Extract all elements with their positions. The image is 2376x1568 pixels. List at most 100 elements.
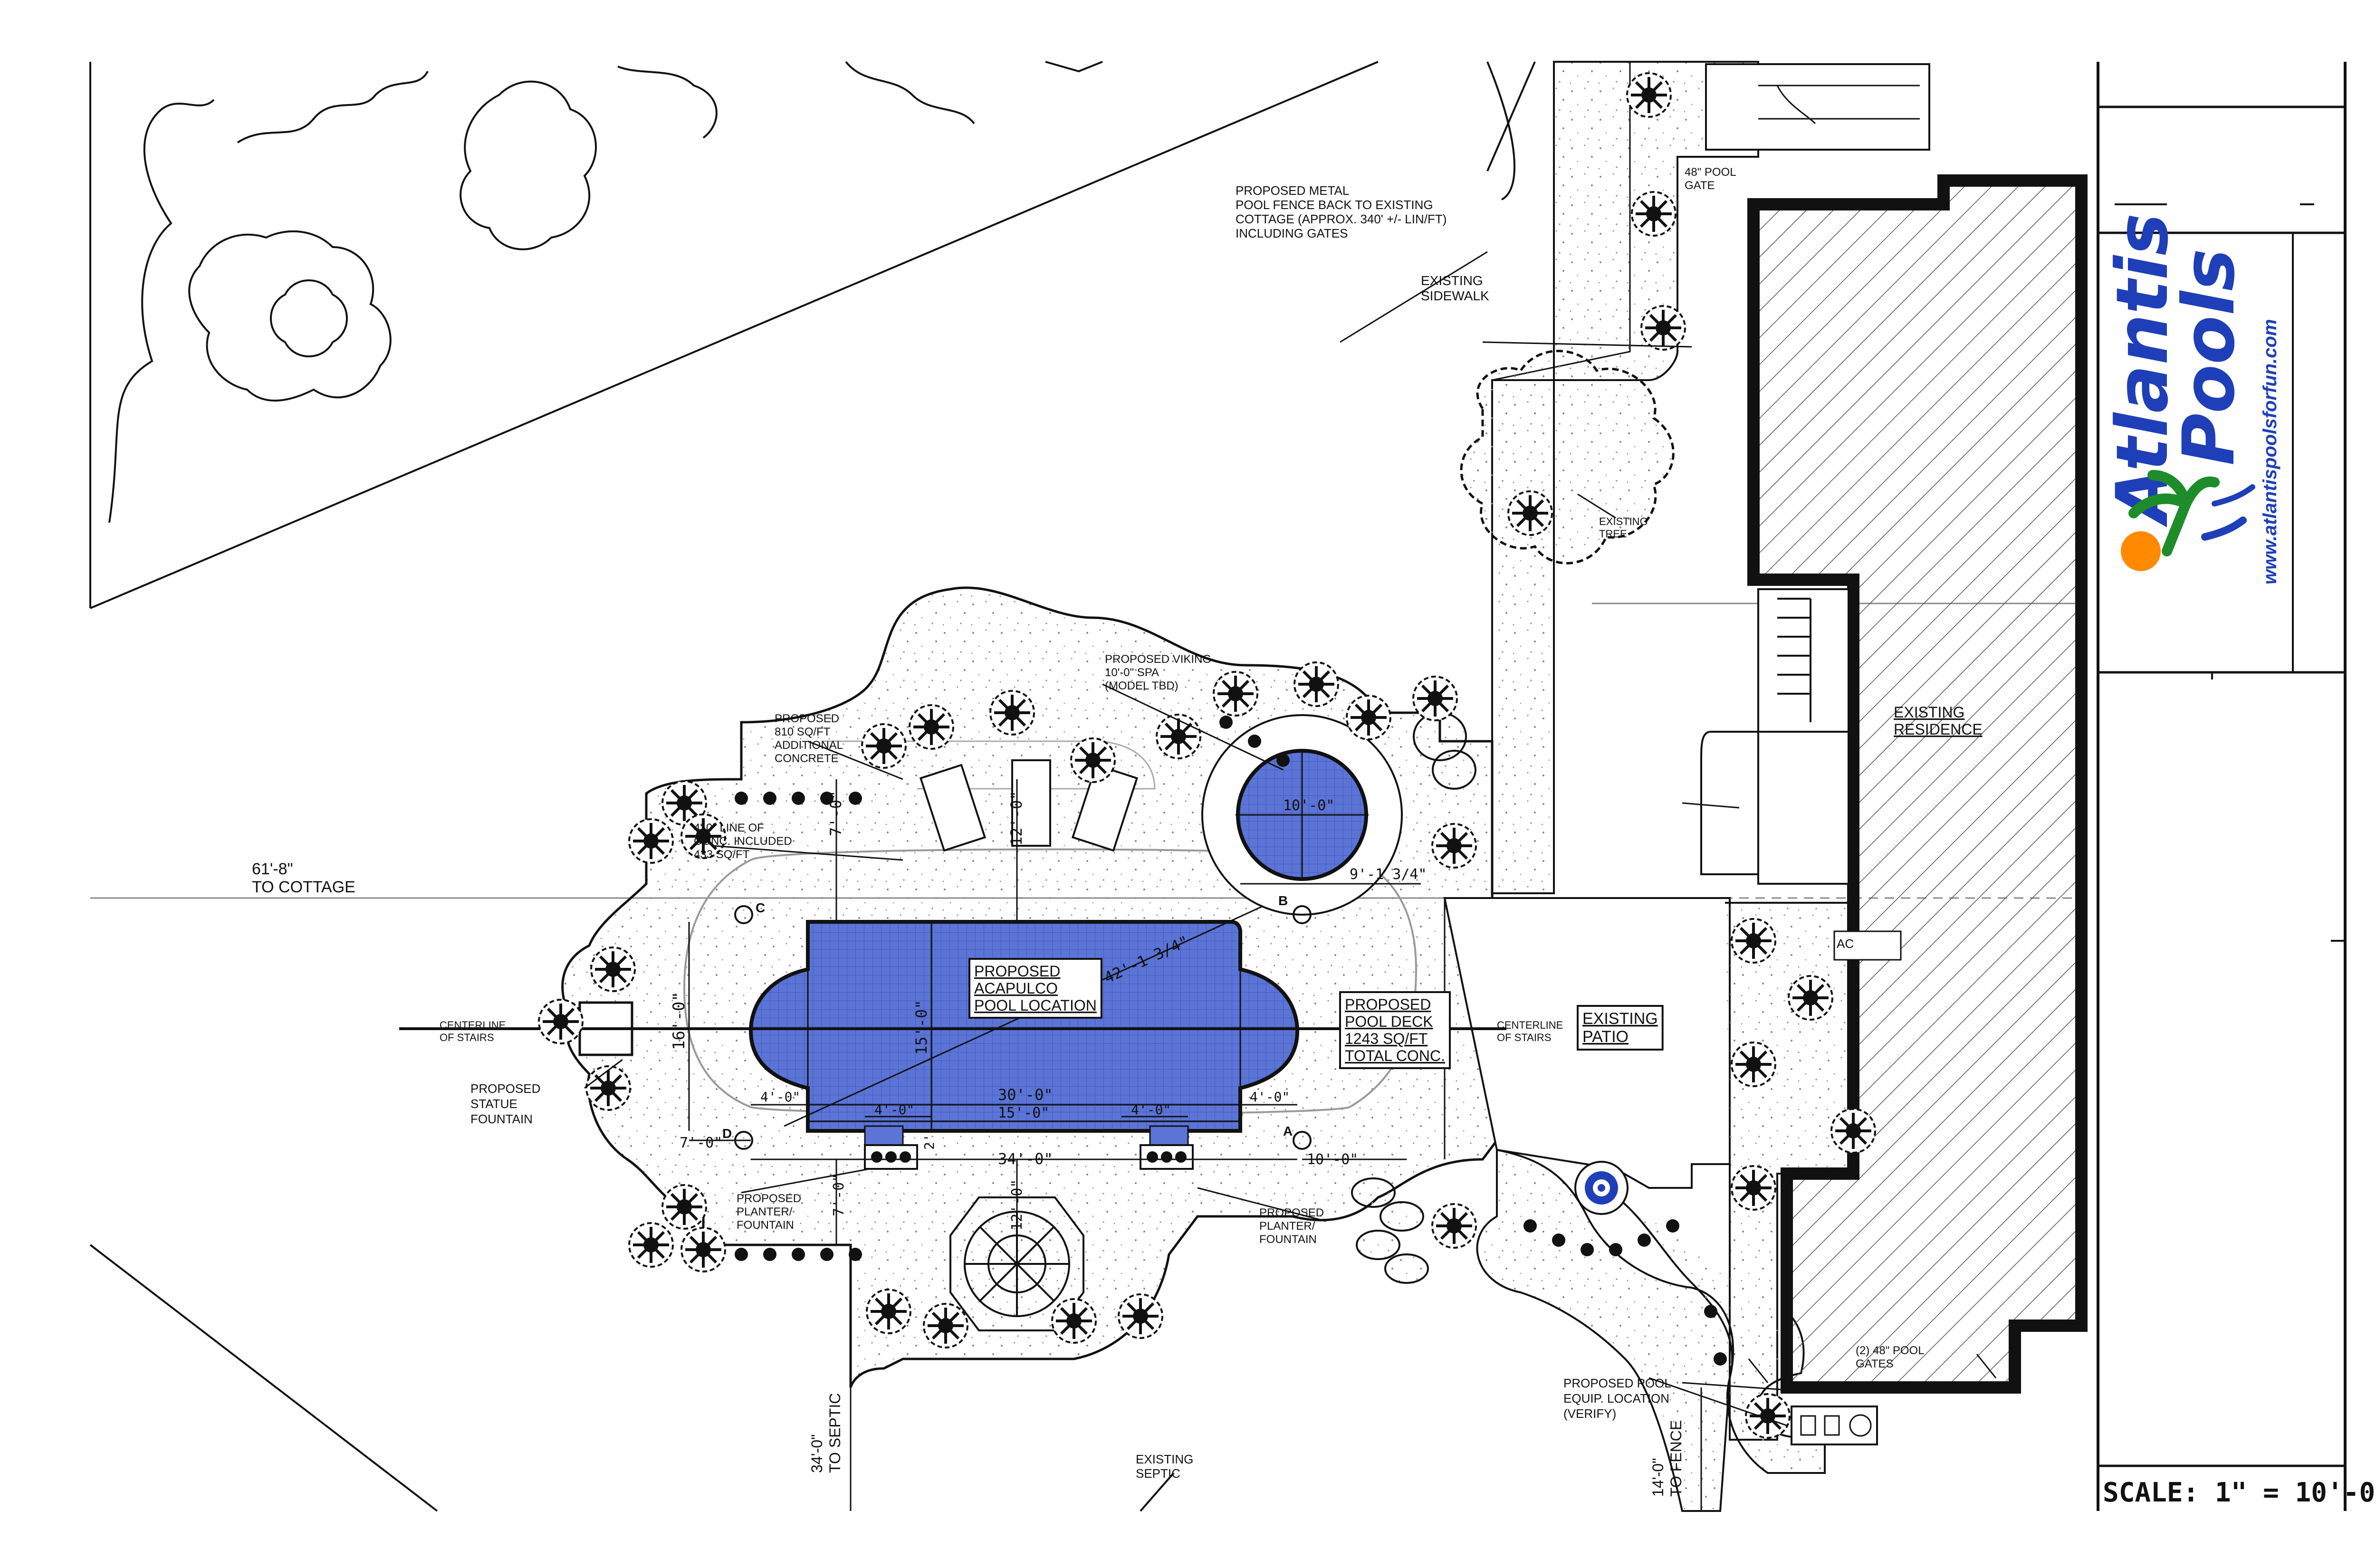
d-12-bottom-dimension: 12'-0"	[1009, 1179, 1025, 1231]
label-line: EXISTING	[1599, 516, 1648, 527]
planting-dot	[1638, 1233, 1651, 1247]
lounge-chairs	[919, 759, 1139, 852]
label-line: PATIO	[1582, 1028, 1629, 1046]
sun-icon	[2121, 531, 2161, 571]
point-d: D	[722, 1126, 732, 1141]
d-15-side-dimension: 15'-0"	[912, 1000, 930, 1055]
shrub-icon	[1294, 662, 1338, 706]
label-line: PROPOSED	[1345, 996, 1431, 1013]
shrub-icon	[1157, 715, 1200, 758]
planting-dot	[1219, 716, 1233, 729]
label-line: 34'-0"	[808, 1434, 825, 1473]
shrub-icon	[1627, 73, 1671, 117]
label-line: PROPOSED VIKING	[1105, 653, 1211, 666]
shrub-icon	[990, 691, 1034, 735]
label-line: 433 SQ/FT	[694, 848, 750, 861]
shrub-icon	[1732, 1042, 1775, 1086]
shrub-icon	[862, 724, 906, 768]
label-line: COTTAGE (APPROX. 340' +/- LIN/FT)	[1236, 212, 1447, 226]
label-line: PROPOSED	[974, 963, 1060, 980]
label-line: POOL DECK	[1345, 1013, 1433, 1030]
label-line: TREE	[1599, 528, 1627, 540]
label-line: 14'-0"	[1649, 1458, 1667, 1497]
label-line: PROPOSED METAL	[1236, 183, 1349, 198]
label-line: TO SEPTIC	[826, 1393, 843, 1473]
planting-dot	[849, 792, 862, 805]
shrub-icon	[1746, 1394, 1790, 1438]
label-line: OF STAIRS	[440, 1032, 494, 1043]
wave-icon	[2212, 484, 2255, 507]
d-9-1-3-4-dimension: 9'-1 3/4"	[1350, 866, 1427, 883]
planting-dot	[763, 792, 776, 805]
label-line: INCLUDING GATES	[1236, 226, 1348, 240]
shrub-icon	[910, 705, 953, 749]
title-block	[2097, 62, 2347, 1511]
label-line: PROPOSED	[1259, 1206, 1324, 1219]
point-a: A	[1283, 1124, 1293, 1138]
spa-dim-dimension: 10'-0"	[1283, 797, 1334, 814]
label-box	[1577, 1005, 1664, 1051]
label-line: POOL LOCATION	[974, 997, 1097, 1014]
label-line: SIDEWALK	[1421, 288, 1489, 303]
shrub-icon	[591, 947, 635, 991]
stepping-stones	[1351, 712, 1476, 1284]
shrub-icon	[1641, 306, 1685, 350]
label-line: EXISTING	[1421, 273, 1483, 288]
shrub-icon	[1432, 1204, 1476, 1248]
label-line: 10'-0" SPA	[1105, 666, 1159, 679]
shrub-icon	[1508, 491, 1552, 535]
label-box	[968, 958, 1102, 1019]
d-16-dimension: 16'-0"	[670, 992, 689, 1050]
shrub-icon	[1632, 192, 1676, 236]
d-15-bottom-dimension: 15'-0"	[998, 1105, 1049, 1121]
label-line: EXISTING	[1136, 1452, 1193, 1466]
label-line: ACAPULCO	[974, 980, 1058, 997]
label-line: 810 SQ/FT	[775, 726, 831, 738]
label-line: EXISTING	[1582, 1010, 1658, 1028]
label-line: FOUNTAIN	[737, 1219, 794, 1232]
d-4-left-dimension: 4'-0"	[760, 1089, 800, 1105]
brand-url: www.atlantispoolsforfun.com	[2260, 319, 2280, 584]
label-line: FOUNTAIN	[470, 1112, 533, 1126]
ac-label: AC	[1837, 937, 1854, 951]
d-7-left-dimension: 7'-0"	[680, 1135, 722, 1151]
label-line: PROPOSED	[737, 1192, 801, 1205]
existing-residence: AC	[1700, 63, 2088, 1394]
label-line: 4'-0" LINE OF	[694, 822, 764, 834]
planting-dot	[1523, 1219, 1537, 1233]
shrub-icon	[1071, 738, 1115, 782]
equipment-pad	[1791, 1405, 1878, 1445]
label-line: PLANTER/	[1259, 1220, 1315, 1233]
label-line: 1243 SQ/FT	[1345, 1030, 1428, 1047]
label-line: FOUNTAIN	[1259, 1233, 1317, 1246]
planting-dot	[1609, 1243, 1622, 1256]
woods-outline	[89, 61, 1536, 1512]
label-line: TO FENCE	[1667, 1420, 1685, 1497]
d-4-right-dimension: 4'-0"	[1250, 1089, 1290, 1105]
shrub-icon	[924, 1304, 968, 1348]
shrub-icon	[1732, 1166, 1775, 1210]
shrub-icon	[1347, 696, 1390, 739]
planting-dot	[735, 1248, 748, 1261]
shrub-icon	[1789, 976, 1832, 1020]
spa	[1201, 714, 1403, 916]
shrub-icon	[586, 1066, 630, 1110]
label-line: PROPOSED	[775, 712, 839, 725]
palm-tree-icon	[2128, 470, 2220, 556]
shrub-icon	[681, 1228, 725, 1272]
